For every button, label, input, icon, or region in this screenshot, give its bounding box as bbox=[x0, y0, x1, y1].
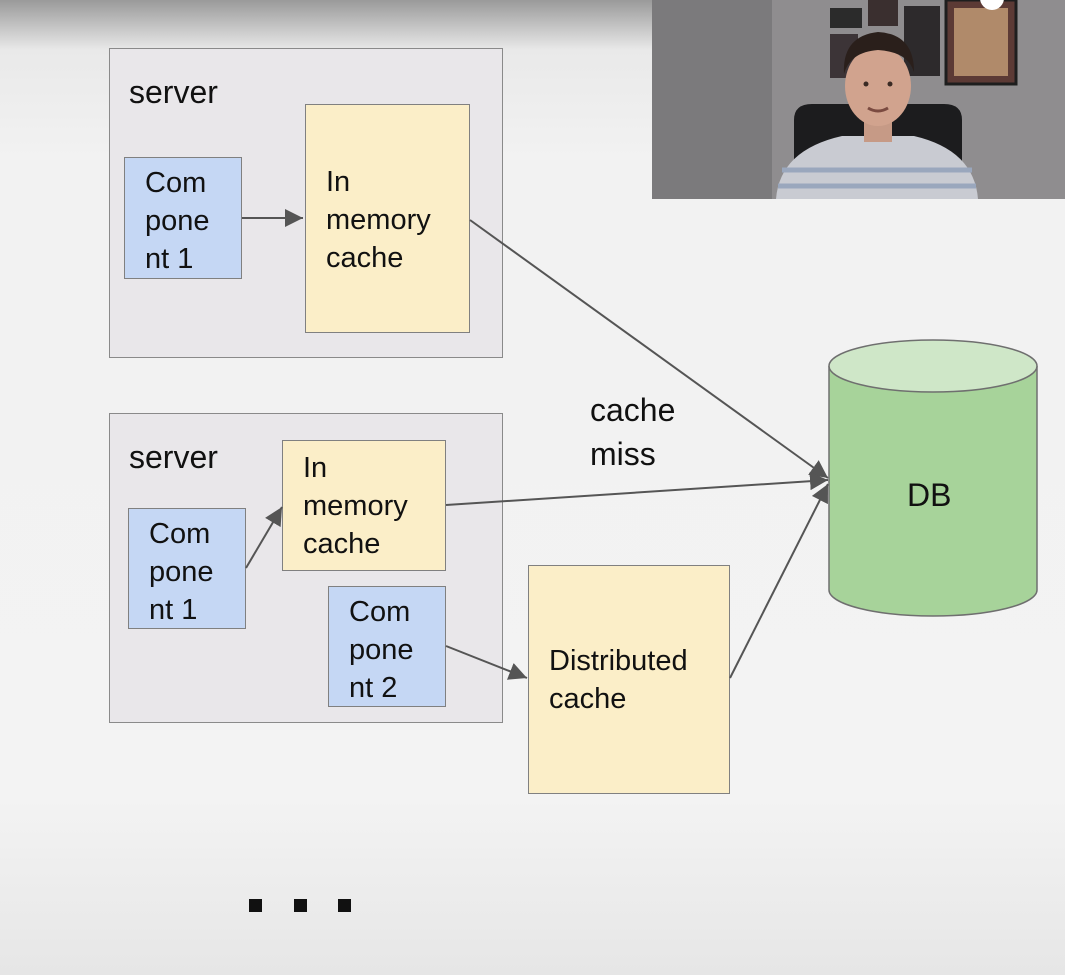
component-1-top: Com pone nt 1 bbox=[124, 157, 242, 279]
ellipsis-dot bbox=[294, 899, 307, 912]
ellipsis-dot bbox=[249, 899, 262, 912]
server-label-bottom: server bbox=[129, 439, 218, 475]
distributed-cache: Distributed cache bbox=[528, 565, 730, 794]
arrow-component2-to-distributed bbox=[445, 645, 528, 680]
db-cylinder bbox=[828, 339, 1038, 617]
server-label-top: server bbox=[129, 74, 218, 110]
webcam-scene bbox=[652, 0, 1065, 199]
in-memory-cache-top: In memory cache bbox=[305, 104, 470, 333]
cache-miss-label: cache miss bbox=[590, 392, 676, 472]
db-label: DB bbox=[907, 477, 952, 513]
ellipsis-dot bbox=[338, 899, 351, 912]
arrow-cache-top-to-db bbox=[469, 219, 829, 479]
in-memory-cache-bottom: In memory cache bbox=[282, 440, 446, 571]
arrow-distributed-to-db bbox=[729, 483, 829, 679]
component-1-bottom: Com pone nt 1 bbox=[128, 508, 246, 629]
presenter-webcam-video bbox=[652, 0, 1065, 199]
arrow-cache-bottom-to-db bbox=[445, 472, 829, 506]
arrow-component1-to-cache-bottom bbox=[245, 506, 283, 569]
component-2: Com pone nt 2 bbox=[328, 586, 446, 707]
